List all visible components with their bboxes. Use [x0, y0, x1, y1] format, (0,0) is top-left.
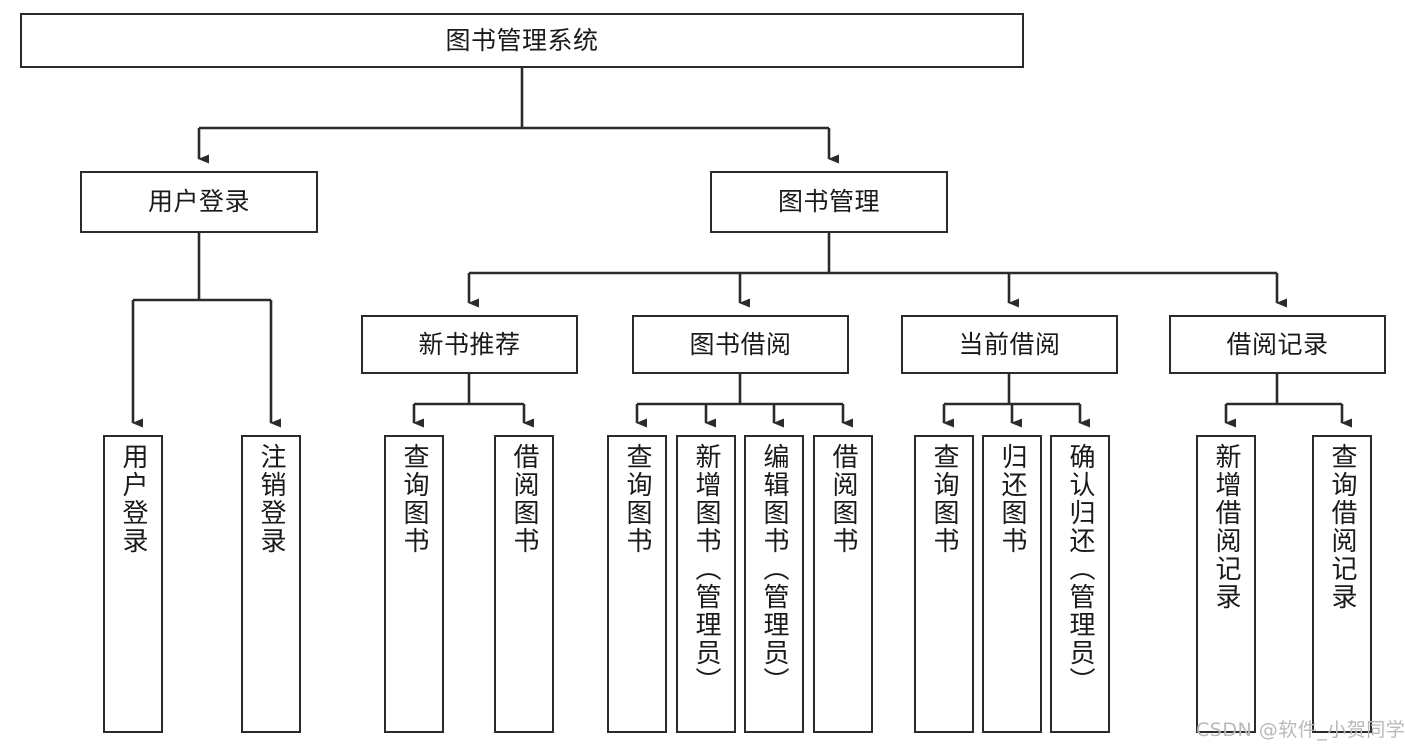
leaf-return-book[interactable]: 归还图书	[982, 435, 1042, 733]
node-user-login-label: 用户登录	[147, 187, 250, 217]
node-root-label: 图书管理系统	[445, 25, 599, 55]
leaf-edit-book-label: 编辑图书（管理员）	[759, 443, 789, 695]
node-book-manage[interactable]: 图书管理	[710, 171, 948, 233]
leaf-edit-book[interactable]: 编辑图书（管理员）	[744, 435, 804, 733]
node-current-borrow-label: 当前借阅	[958, 329, 1061, 359]
leaf-query-record[interactable]: 查询借阅记录	[1312, 435, 1372, 733]
leaf-logout[interactable]: 注销登录	[241, 435, 301, 733]
leaf-confirm-return-label: 确认归还（管理员）	[1065, 443, 1095, 695]
leaf-query-book-3-label: 查询图书	[929, 443, 959, 555]
leaf-borrow-book-2[interactable]: 借阅图书	[813, 435, 873, 733]
leaf-borrow-book-2-label: 借阅图书	[828, 443, 858, 555]
leaf-logout-label: 注销登录	[256, 443, 286, 555]
leaf-add-record-label: 新增借阅记录	[1211, 443, 1241, 611]
leaf-user-login-label: 用户登录	[118, 443, 148, 555]
node-book-manage-label: 图书管理	[777, 187, 880, 217]
leaf-return-book-label: 归还图书	[997, 443, 1027, 555]
leaf-add-book-label: 新增图书（管理员）	[691, 443, 721, 695]
leaf-borrow-book-1[interactable]: 借阅图书	[494, 435, 554, 733]
leaf-add-book[interactable]: 新增图书（管理员）	[676, 435, 736, 733]
node-current-borrow[interactable]: 当前借阅	[901, 315, 1118, 374]
leaf-user-login[interactable]: 用户登录	[103, 435, 163, 733]
leaf-query-book-2-label: 查询图书	[622, 443, 652, 555]
csdn-watermark: CSDN @软件_小贺同学	[1196, 719, 1405, 741]
node-borrow-record-label: 借阅记录	[1226, 329, 1329, 359]
node-root[interactable]: 图书管理系统	[20, 13, 1024, 68]
leaf-confirm-return[interactable]: 确认归还（管理员）	[1050, 435, 1110, 733]
leaf-query-book-1-label: 查询图书	[399, 443, 429, 555]
node-book-borrow-label: 图书借阅	[689, 329, 792, 359]
leaf-borrow-book-1-label: 借阅图书	[509, 443, 539, 555]
node-new-book-recommend-label: 新书推荐	[418, 329, 521, 359]
node-user-login[interactable]: 用户登录	[80, 171, 318, 233]
leaf-query-record-label: 查询借阅记录	[1327, 443, 1357, 611]
node-book-borrow[interactable]: 图书借阅	[632, 315, 849, 374]
leaf-query-book-1[interactable]: 查询图书	[384, 435, 444, 733]
leaf-add-record[interactable]: 新增借阅记录	[1196, 435, 1256, 733]
leaf-query-book-2[interactable]: 查询图书	[607, 435, 667, 733]
node-new-book-recommend[interactable]: 新书推荐	[361, 315, 578, 374]
leaf-query-book-3[interactable]: 查询图书	[914, 435, 974, 733]
node-borrow-record[interactable]: 借阅记录	[1169, 315, 1386, 374]
